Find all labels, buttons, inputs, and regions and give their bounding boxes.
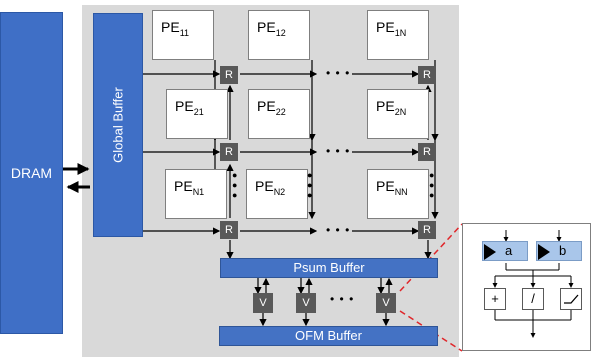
adder-unit: + xyxy=(484,288,506,310)
vector-unit-detail: a b + / xyxy=(462,223,591,351)
register-a: a xyxy=(482,241,528,261)
row1-ellipsis: • • • xyxy=(326,66,351,80)
dram-block: DRAM xyxy=(0,12,63,334)
router-1-n: R xyxy=(418,66,436,84)
clock-triangle-icon xyxy=(484,244,496,260)
router-1-1: R xyxy=(220,66,238,84)
pe-11: PE11 xyxy=(152,10,214,60)
col2-vertical-ellipsis: ●●● xyxy=(307,170,313,200)
register-b: b xyxy=(536,241,582,261)
vector-unit-n: V xyxy=(376,293,396,313)
global-buffer-block: Global Buffer xyxy=(93,13,143,237)
relu-unit xyxy=(560,288,582,310)
psum-buffer-label: Psum Buffer xyxy=(293,260,365,275)
row2-ellipsis: • • • xyxy=(326,144,351,158)
router-2-1: R xyxy=(220,143,238,161)
callout-line-bottom xyxy=(399,310,463,352)
psum-buffer-block: Psum Buffer xyxy=(220,258,438,278)
clock-triangle-icon xyxy=(538,244,550,260)
detail-wires xyxy=(492,230,574,338)
relu-icon xyxy=(564,294,579,304)
dram-label: DRAM xyxy=(10,165,53,181)
coln-vertical-ellipsis: ●●● xyxy=(429,170,435,200)
callout-line-top xyxy=(399,223,463,292)
ofm-buffer-label: OFM Buffer xyxy=(295,328,362,343)
router-n-1: R xyxy=(220,221,238,239)
pe-21: PE21 xyxy=(166,89,228,139)
router-2-n: R xyxy=(418,143,436,161)
pe-nn: PENN xyxy=(367,169,429,219)
vector-ellipsis: • • • xyxy=(330,292,355,306)
col1-vertical-ellipsis: ●●● xyxy=(232,170,238,200)
pe-2n: PE2N xyxy=(367,89,429,139)
vector-unit-1: V xyxy=(253,293,273,313)
pe-22: PE22 xyxy=(248,89,310,139)
ofm-buffer-block: OFM Buffer xyxy=(219,326,438,346)
pe-1n: PE1N xyxy=(367,10,429,60)
vector-unit-2: V xyxy=(296,293,316,313)
pe-12: PE12 xyxy=(248,10,310,60)
rown-ellipsis: • • • xyxy=(326,223,351,237)
pe-n1: PEN1 xyxy=(165,169,227,219)
router-n-n: R xyxy=(418,221,436,239)
pe-n2: PEN2 xyxy=(246,169,308,219)
divider-unit: / xyxy=(522,288,544,310)
